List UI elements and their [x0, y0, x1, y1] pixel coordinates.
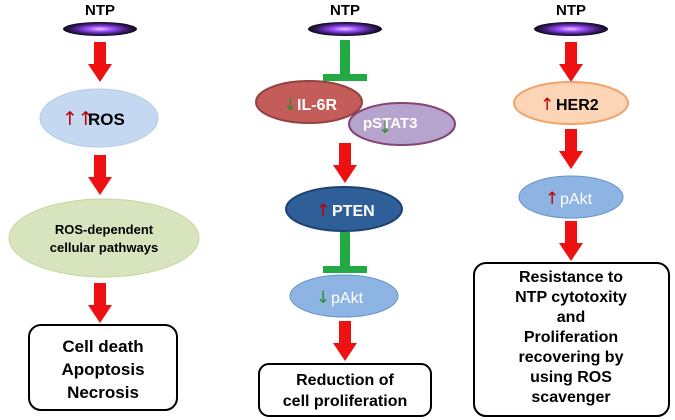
outcome-right-line-4: Proliferation — [524, 329, 618, 346]
activation-arrow — [559, 221, 583, 261]
pakt-label-middle: pAkt — [331, 290, 364, 307]
pathways-line-1: ROS-dependent — [55, 222, 154, 237]
pten-label: PTEN — [332, 203, 375, 220]
column-left: NTP ↑↑ ROS ROS-dependent cellular pathwa… — [8, 2, 200, 411]
her2-increase-arrow: ↑ — [540, 95, 554, 115]
outcome-box-left — [28, 324, 178, 411]
pakt-decrease-arrow: ↓ — [316, 288, 330, 308]
il6r-node — [255, 80, 363, 124]
plasma-source-left-icon — [63, 22, 137, 36]
pakt-label-right: pAkt — [560, 191, 593, 208]
outcome-left-line-1: Cell death — [62, 337, 143, 356]
ntp-label-right: NTP — [556, 2, 586, 19]
outcome-left-line-2: Apoptosis — [61, 360, 144, 379]
outcome-middle-line-1: Reduction of — [296, 372, 394, 389]
inhibition-stem — [340, 232, 350, 268]
ros-label: ROS — [88, 110, 125, 129]
her2-node — [513, 81, 629, 125]
pakt-increase-arrow: ↑ — [545, 189, 559, 209]
ros-increase-arrows: ↑↑ — [62, 108, 94, 130]
pakt-node-right — [518, 175, 624, 219]
outcome-right-line-2: NTP cytotoxity — [515, 289, 627, 306]
outcome-right-line-1: Resistance to — [519, 269, 623, 286]
activation-arrow — [333, 321, 357, 361]
il6r-decrease-arrow: ↓ — [283, 95, 297, 115]
pathways-line-2: cellular pathways — [50, 240, 158, 255]
activation-arrow — [559, 129, 583, 169]
pakt-node-middle — [289, 274, 399, 318]
inhibition-bar — [323, 74, 367, 81]
outcome-right-line-5: recovering by — [519, 349, 624, 366]
outcome-right-line-6: using ROS — [530, 369, 612, 386]
ros-node — [39, 88, 159, 148]
column-right: NTP ↑ HER2 ↑ pAkt Resistance to NTP cyto… — [473, 2, 670, 417]
column-middle: NTP ↓ IL-6R ↓ pSTAT3 ↑ PTEN ↓ pAkt Reduc… — [255, 2, 456, 417]
pstat3-label: pSTAT3 — [363, 115, 417, 132]
plasma-source-middle-icon — [308, 22, 382, 36]
pten-node — [285, 186, 403, 232]
activation-arrow — [333, 143, 357, 183]
inhibition-bar — [323, 266, 367, 273]
activation-arrow — [559, 42, 583, 82]
outcome-left-line-3: Necrosis — [67, 383, 139, 402]
ntp-label-middle: NTP — [330, 2, 360, 19]
activation-arrow — [88, 155, 112, 195]
her2-label: HER2 — [556, 97, 599, 114]
outcome-middle-line-2: cell proliferation — [283, 393, 407, 410]
pten-increase-arrow: ↑ — [316, 201, 330, 221]
outcome-box-right — [473, 262, 670, 417]
pstat3-decrease-arrow: ↓ — [378, 118, 392, 138]
outcome-right-line-7: scavenger — [531, 389, 610, 406]
inhibition-stem — [340, 40, 350, 76]
ntp-label-left: NTP — [85, 2, 115, 19]
outcome-right-line-3: and — [557, 309, 585, 326]
pstat3-node — [348, 102, 456, 146]
pathways-node — [8, 198, 200, 278]
plasma-source-right-icon — [534, 22, 608, 36]
outcome-box-middle — [258, 363, 432, 417]
activation-arrow — [88, 42, 112, 82]
il6r-label: IL-6R — [297, 97, 337, 114]
activation-arrow — [88, 283, 112, 323]
